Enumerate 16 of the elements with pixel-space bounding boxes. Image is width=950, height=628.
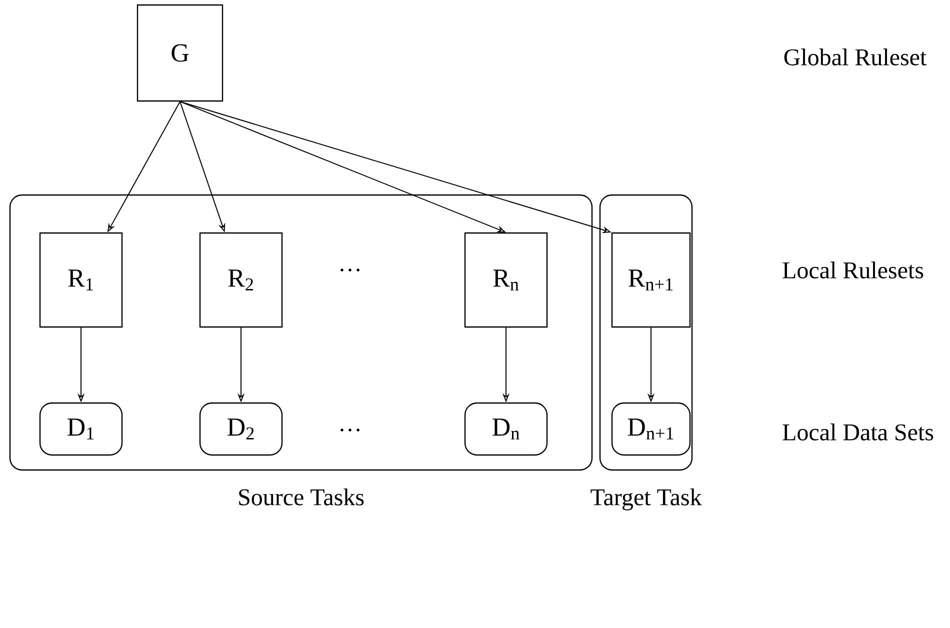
- node-label: Target Task: [590, 488, 702, 510]
- ruleset-box: R$_{2}$: [199, 232, 283, 328]
- row-label: Local Rulesets: [782, 262, 924, 278]
- ruleset-box: R$_{1}$: [39, 232, 123, 328]
- ellipsis: …: [340, 268, 360, 272]
- ruleset-box: R$_{n}$: [464, 232, 548, 328]
- ruleset-box: R$_{n+1}$: [611, 232, 691, 328]
- data-set-box: D$_{n}$: [464, 402, 548, 456]
- ellipsis: …: [340, 428, 360, 432]
- row-label: Local Data Sets: [782, 424, 934, 440]
- node-label: Source Tasks: [239, 488, 364, 506]
- data-set-box: D$_{2}$: [199, 402, 283, 456]
- data-set-box: D$_{1}$: [39, 402, 123, 456]
- ruleset-box: G: [136, 4, 224, 102]
- row-label: Global Ruleset: [784, 48, 927, 66]
- data-set-box: D$_{n+1}$: [611, 402, 691, 456]
